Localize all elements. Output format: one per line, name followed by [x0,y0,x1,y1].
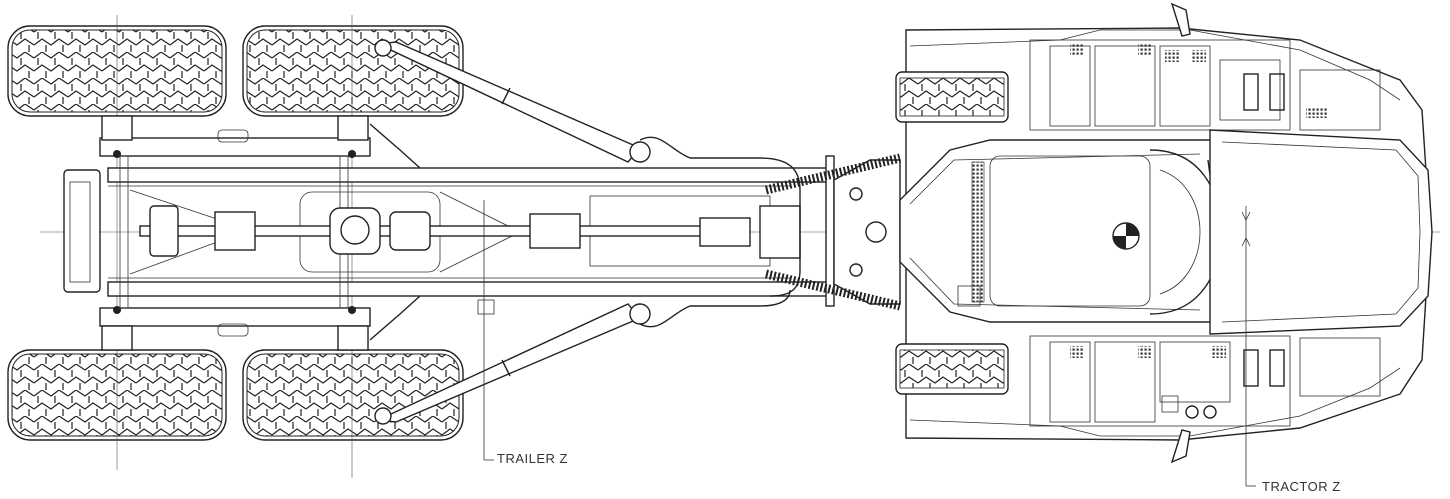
tipping-cylinder-right [374,303,651,425]
tipping-cylinder-left [374,39,651,163]
center-of-gravity-icon [1112,222,1140,250]
trailer-frame [63,115,829,351]
middle-left-tyre [242,25,464,117]
trailer-z-label: TRAILER Z [497,451,568,466]
articulation-joint [764,153,902,311]
middle-right-tyre [242,349,464,441]
tractor-unit [895,2,1433,464]
hydraulic-hose-upper [639,136,801,297]
hydraulic-hose-lower [639,289,791,328]
tractor-z-label: TRACTOR Z [1262,479,1341,494]
